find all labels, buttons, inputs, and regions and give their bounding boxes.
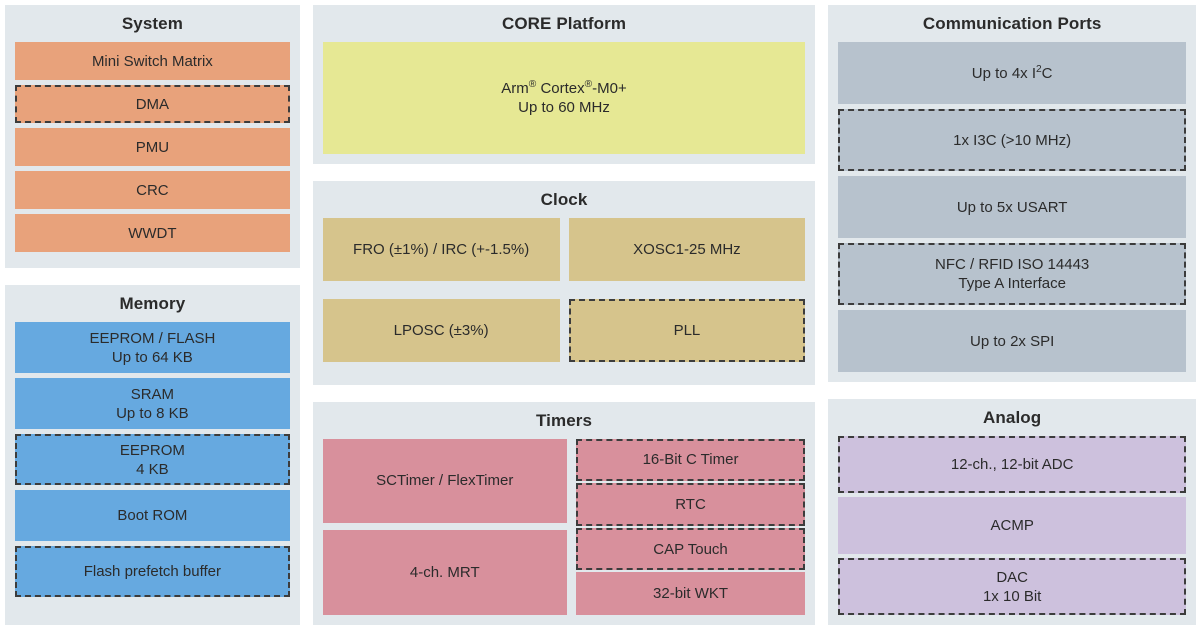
superscript-two-icon: 2	[1036, 63, 1042, 75]
block-rtc[interactable]: RTC	[575, 483, 806, 526]
registered-trademark-icon: ®	[584, 78, 593, 90]
block-fro-irc[interactable]: FRO (±1%) / IRC (+-1.5%)	[322, 217, 560, 281]
block-label: CAP Touch	[653, 540, 728, 558]
block-label: 12-ch., 12-bit ADC	[950, 456, 1074, 474]
block-32bit-wkt[interactable]: 32-bit WKT	[575, 572, 806, 615]
clock-block-list: FRO (±1%) / IRC (+-1.5%) XOSC1-25 MHz LP…	[322, 217, 806, 375]
block-boot-rom[interactable]: Boot ROM	[15, 490, 290, 542]
block-eeprom[interactable]: EEPROM 4 KB	[15, 434, 290, 486]
block-label-line2: Up to 60 MHz	[518, 98, 610, 116]
block-i2c[interactable]: Up to 4x I2C	[838, 42, 1186, 105]
block-sram[interactable]: SRAM Up to 8 KB	[15, 378, 290, 430]
block-label-line1: NFC / RFID ISO 14443	[935, 256, 1090, 274]
block-label-line2: Type A Interface	[958, 275, 1066, 293]
block-label: Up to 4x I2C	[971, 63, 1053, 82]
block-label: PMU	[135, 138, 170, 156]
block-label: Up to 5x USART	[956, 198, 1068, 216]
block-label-line1: Arm® Cortex®-M0+	[501, 78, 627, 97]
block-label: Boot ROM	[117, 507, 188, 525]
block-label: SCTimer / FlexTimer	[376, 472, 514, 490]
block-16bit-c-timer[interactable]: 16-Bit C Timer	[575, 438, 806, 482]
block-spi[interactable]: Up to 2x SPI	[838, 310, 1186, 373]
block-label: FRO (±1%) / IRC (+-1.5%)	[353, 240, 530, 258]
block-label-line1: DAC	[996, 568, 1028, 586]
block-label: 1x I3C (>10 MHz)	[953, 131, 1072, 149]
panel-title-communication-ports: Communication Ports	[922, 14, 1102, 33]
block-wwdt[interactable]: WWDT	[15, 214, 290, 252]
block-label: WWDT	[128, 224, 177, 242]
block-dac[interactable]: DAC 1x 10 Bit	[838, 558, 1186, 616]
registered-trademark-icon: ®	[528, 78, 537, 90]
block-label: Mini Switch Matrix	[91, 52, 213, 70]
block-label-line2: 1x 10 Bit	[982, 587, 1042, 605]
left-column: System Mini Switch Matrix DMA PMU CRC WW…	[5, 5, 300, 625]
comms-block-list: Up to 4x I2C 1x I3C (>10 MHz) Up to 5x U…	[838, 42, 1186, 373]
timers-right-group: 16-Bit C Timer RTC CAP Touch 32-bit WKT	[575, 438, 806, 615]
block-label: LPOSC (±3%)	[393, 322, 489, 340]
right-column: Communication Ports Up to 4x I2C 1x I3C …	[828, 5, 1196, 625]
memory-block-list: EEPROM / FLASH Up to 64 KB SRAM Up to 8 …	[15, 322, 290, 615]
system-block-list: Mini Switch Matrix DMA PMU CRC WWDT	[15, 42, 290, 258]
block-label-line1: SRAM	[130, 385, 175, 403]
block-dma[interactable]: DMA	[15, 85, 290, 123]
block-lposc[interactable]: LPOSC (±3%)	[322, 299, 560, 363]
block-crc[interactable]: CRC	[15, 171, 290, 209]
block-flash-prefetch-buffer[interactable]: Flash prefetch buffer	[15, 546, 290, 598]
block-label: 16-Bit C Timer	[642, 451, 739, 469]
block-sctimer-flextimer[interactable]: SCTimer / FlexTimer	[322, 438, 567, 524]
block-nfc-rfid[interactable]: NFC / RFID ISO 14443 Type A Interface	[838, 243, 1186, 306]
panel-core-platform: CORE Platform Arm® Cortex®-M0+ Up to 60 …	[312, 5, 816, 164]
block-label: DMA	[135, 95, 170, 113]
block-label: ACMP	[990, 517, 1034, 535]
block-adc[interactable]: 12-ch., 12-bit ADC	[838, 436, 1186, 494]
panel-title-memory: Memory	[119, 294, 186, 314]
block-pll[interactable]: PLL	[568, 299, 806, 363]
block-usart[interactable]: Up to 5x USART	[838, 176, 1186, 239]
block-mini-switch-matrix[interactable]: Mini Switch Matrix	[15, 42, 290, 80]
block-label: PLL	[673, 322, 701, 340]
timers-block-list: SCTimer / FlexTimer 4-ch. MRT 16-Bit C T…	[322, 438, 806, 615]
block-label: RTC	[675, 495, 706, 513]
block-label-line2: Up to 8 KB	[116, 404, 189, 422]
panel-system: System Mini Switch Matrix DMA PMU CRC WW…	[5, 5, 300, 269]
analog-block-list: 12-ch., 12-bit ADC ACMP DAC 1x 10 Bit	[838, 436, 1186, 616]
timers-left-group: SCTimer / FlexTimer 4-ch. MRT	[322, 438, 567, 615]
block-label: 4-ch. MRT	[409, 564, 480, 582]
block-xosc[interactable]: XOSC1-25 MHz	[568, 217, 806, 281]
block-eeprom-flash[interactable]: EEPROM / FLASH Up to 64 KB	[15, 322, 290, 374]
panel-title-timers: Timers	[536, 410, 593, 430]
block-cap-touch[interactable]: CAP Touch	[575, 527, 806, 571]
panel-memory: Memory EEPROM / FLASH Up to 64 KB SRAM U…	[5, 285, 300, 625]
block-label-line1: EEPROM	[119, 441, 185, 459]
panel-timers: Timers SCTimer / FlexTimer 4-ch. MRT 16-…	[312, 401, 816, 625]
middle-column: CORE Platform Arm® Cortex®-M0+ Up to 60 …	[312, 5, 816, 625]
block-i3c[interactable]: 1x I3C (>10 MHz)	[838, 109, 1186, 172]
block-mrt[interactable]: 4-ch. MRT	[322, 530, 567, 615]
block-label: 32-bit WKT	[653, 585, 729, 603]
panel-title-core-platform: CORE Platform	[501, 14, 627, 33]
block-label: XOSC1-25 MHz	[633, 240, 741, 258]
block-pmu[interactable]: PMU	[15, 128, 290, 166]
block-label-line2: 4 KB	[136, 460, 169, 478]
panel-communication-ports: Communication Ports Up to 4x I2C 1x I3C …	[828, 5, 1196, 383]
core-block-list: Arm® Cortex®-M0+ Up to 60 MHz	[322, 42, 806, 154]
panel-clock: Clock FRO (±1%) / IRC (+-1.5%) XOSC1-25 …	[312, 180, 816, 385]
panel-title-analog: Analog	[983, 408, 1042, 428]
panel-analog: Analog 12-ch., 12-bit ADC ACMP DAC 1x 10…	[828, 399, 1196, 625]
block-label-line1: EEPROM / FLASH	[89, 329, 216, 347]
panel-title-system: System	[121, 14, 183, 33]
panel-title-clock: Clock	[540, 189, 588, 209]
block-label: CRC	[136, 181, 169, 199]
block-label: Flash prefetch buffer	[83, 563, 222, 581]
block-label: Up to 2x SPI	[970, 332, 1055, 350]
block-label-line2: Up to 64 KB	[111, 348, 193, 366]
block-arm-cortex-m0plus[interactable]: Arm® Cortex®-M0+ Up to 60 MHz	[322, 42, 806, 154]
block-acmp[interactable]: ACMP	[838, 497, 1186, 555]
